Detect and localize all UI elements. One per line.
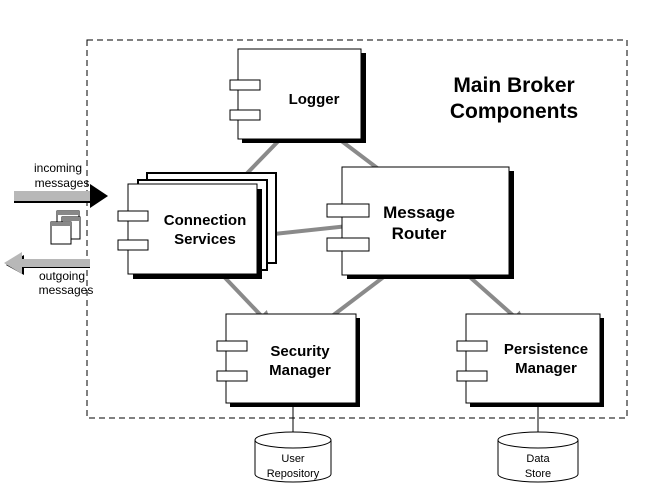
- message-router-port-icon: [326, 237, 370, 252]
- user-repository-label-line2: Repository: [267, 468, 320, 480]
- persistence-manager-box: [465, 313, 601, 404]
- security-manager-port-icon: [216, 340, 248, 352]
- logger-component: Logger: [229, 48, 366, 143]
- outgoing-label-line1: outgoing: [39, 269, 85, 283]
- data-store-top: [497, 431, 579, 449]
- logger-box: [237, 48, 362, 140]
- persistence-manager-label-line2: Manager: [515, 360, 577, 377]
- data-store-label-line2: Store: [525, 468, 551, 480]
- diagram-title-line1: Main Broker: [453, 74, 574, 97]
- connection-services-port-icon: [117, 239, 149, 251]
- message-router-port-icon: [326, 203, 370, 218]
- diagram-title-line2: Components: [450, 100, 578, 123]
- user-repository-top: [254, 431, 332, 449]
- incoming-arrow: [14, 184, 108, 208]
- connection-services-component: Connection Services: [117, 172, 277, 279]
- incoming-arrow-head: [90, 184, 108, 208]
- persistence-manager-label-line1: Persistence: [504, 341, 588, 358]
- security-manager-label-line2: Manager: [269, 362, 331, 379]
- outgoing-arrow: [4, 252, 90, 274]
- persistence-manager-port-icon: [456, 340, 488, 352]
- outgoing-label-line2: messages: [39, 283, 94, 297]
- message-router-box: [341, 166, 510, 276]
- security-manager-box: [225, 313, 357, 404]
- data-store-label-line1: Data: [526, 453, 550, 465]
- incoming-label-line1: incoming: [34, 161, 82, 175]
- security-manager-label-line1: Security: [270, 343, 330, 360]
- logger-port-icon: [229, 79, 261, 91]
- connection-services-label-line1: Connection: [164, 212, 247, 229]
- message-router-label-line1: Message: [383, 203, 455, 222]
- persistence-manager-component: Persistence Manager: [456, 313, 604, 407]
- messages-document-icon: [50, 210, 81, 245]
- connection-services-port-icon: [117, 210, 149, 222]
- outgoing-messages: outgoing messages: [4, 252, 93, 297]
- logger-label: Logger: [289, 91, 340, 108]
- message-router-component: Message Router: [326, 166, 514, 279]
- broker-boundary: [86, 39, 628, 419]
- data-store: Data Store: [497, 431, 579, 483]
- user-repository-body: [254, 440, 332, 483]
- user-repository-label-line1: User: [281, 453, 305, 465]
- security-manager-component: Security Manager: [216, 313, 360, 407]
- data-store-body: [497, 440, 579, 483]
- incoming-label-line2: messages: [35, 176, 90, 190]
- logger-port-icon: [229, 109, 261, 121]
- security-manager-port-icon: [216, 370, 248, 382]
- message-router-label-line2: Router: [392, 224, 447, 243]
- persistence-manager-port-icon: [456, 370, 488, 382]
- connection-services-label-line2: Services: [174, 231, 236, 248]
- connection-services-box: [127, 183, 258, 275]
- incoming-messages: incoming messages: [14, 161, 108, 208]
- user-repository-store: User Repository: [254, 431, 332, 483]
